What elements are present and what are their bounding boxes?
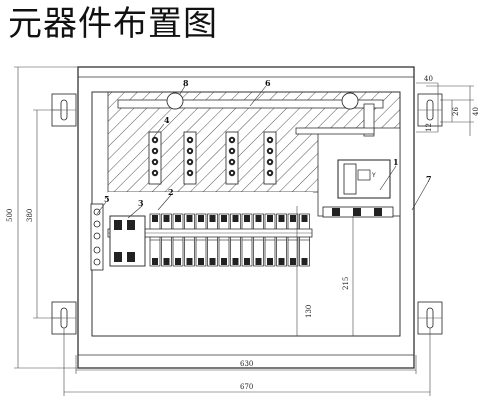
branch-breaker	[149, 213, 161, 267]
vertical-busbar	[363, 103, 375, 137]
callout-4: 4	[164, 115, 170, 125]
dim-500: 500	[6, 209, 14, 222]
branch-breaker	[195, 213, 207, 267]
dim-380: 380	[26, 209, 34, 222]
enclosure-outline	[77, 66, 415, 369]
terminal-strip	[148, 131, 162, 185]
callout-5: 5	[104, 194, 110, 204]
breaker-label: Y	[371, 172, 376, 179]
dim-630: 630	[240, 360, 253, 368]
terminal-strip	[263, 131, 277, 185]
page-title: 元器件布置图	[8, 4, 218, 44]
callout-7: 7	[426, 174, 432, 184]
callout-2: 2	[168, 187, 174, 197]
connecting-bar	[295, 127, 375, 135]
mounting-tab	[417, 93, 443, 127]
callout-1: 1	[393, 157, 399, 167]
branch-breaker	[241, 213, 253, 267]
branch-breakers	[149, 213, 310, 267]
branch-breaker	[218, 213, 230, 267]
branch-breaker	[276, 213, 287, 267]
main-breaker: Y	[322, 159, 394, 218]
branch-breaker	[230, 213, 241, 267]
dim-215: 215	[342, 277, 350, 290]
ground-terminal	[90, 203, 104, 271]
dim-26: 26	[452, 107, 460, 116]
branch-breaker	[299, 213, 310, 267]
busbar-insulator-right	[341, 92, 359, 110]
branch-breaker	[287, 213, 299, 267]
callout-leaders	[96, 85, 429, 219]
terminal-zone-cutout	[108, 192, 313, 206]
terminal-strip	[183, 131, 197, 185]
branch-breaker	[253, 213, 264, 267]
dim-40-top: 40	[424, 75, 433, 83]
dim-40-right: 40	[472, 107, 480, 116]
branch-breaker	[207, 213, 218, 267]
dimension-lines	[14, 66, 474, 396]
branch-breaker	[172, 213, 184, 267]
branch-breaker	[184, 213, 195, 267]
callout-8: 8	[183, 78, 189, 88]
terminal-strips	[148, 131, 277, 185]
terminal-strip	[225, 131, 239, 185]
dim-670: 670	[240, 383, 253, 391]
callout-6: 6	[265, 78, 271, 88]
callout-3: 3	[138, 198, 144, 208]
dim-12: 12	[425, 123, 433, 132]
dim-130: 130	[305, 305, 313, 318]
main-busbar	[117, 99, 384, 109]
busbar-insulator-left	[166, 92, 184, 110]
branch-breaker	[161, 213, 172, 267]
branch-breaker	[264, 213, 276, 267]
surge-protector	[109, 215, 146, 267]
